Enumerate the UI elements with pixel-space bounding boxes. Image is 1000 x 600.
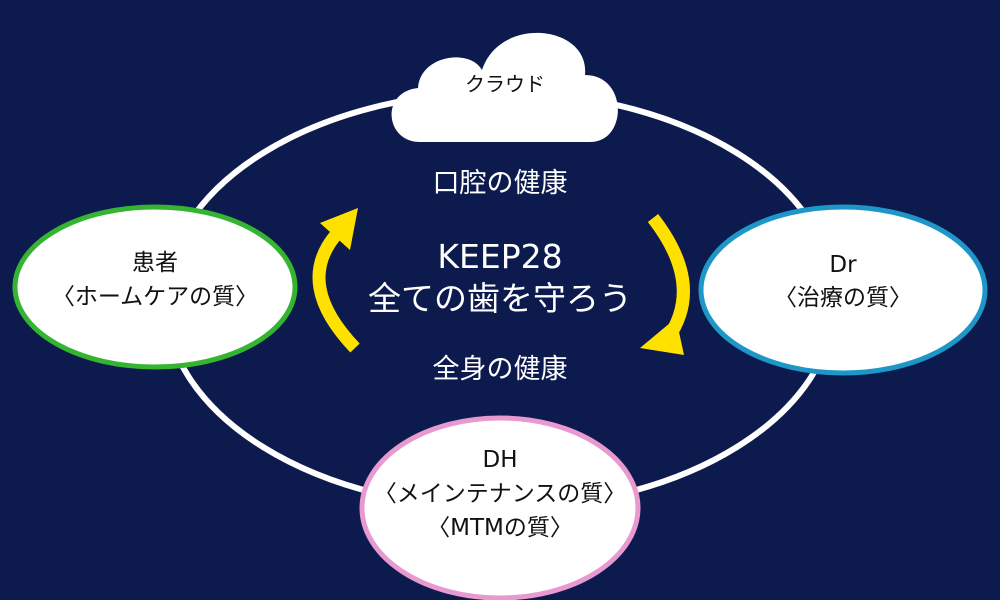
dr-label-line1: Dr: [829, 252, 857, 278]
patient-label-line2: 〈ホームケアの質〉: [51, 284, 259, 310]
dr-label-line2: 〈治療の質〉: [774, 285, 912, 311]
dh-label-line1: DH: [482, 447, 518, 473]
center-main-line2: 全ての歯を守ろう: [368, 279, 632, 318]
dh-label-line3: 〈MTMの質〉: [427, 515, 573, 541]
curved-arrow-up-icon: [312, 208, 360, 353]
dh-node: [359, 415, 641, 600]
center-main-line1: KEEP28: [437, 237, 563, 276]
dr-node: [698, 204, 988, 376]
cloud-label: クラウド: [465, 72, 545, 96]
curved-arrow-down-icon: [640, 214, 690, 355]
center-top-label: 口腔の健康: [432, 168, 568, 199]
patient-node: [12, 204, 298, 370]
patient-label-line1: 患者: [132, 250, 178, 276]
center-bottom-label: 全身の健康: [432, 354, 568, 385]
dh-label-line2: 〈メインテナンスの質〉: [373, 481, 627, 507]
cloud-icon: [391, 32, 618, 142]
